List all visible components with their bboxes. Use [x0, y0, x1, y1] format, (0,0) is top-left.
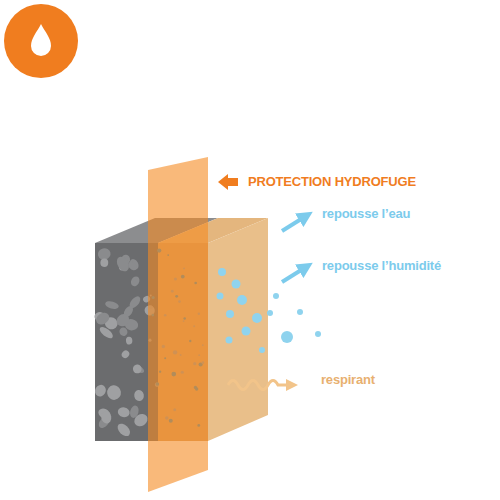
- protection-label: PROTECTION HYDROFUGE: [248, 174, 416, 190]
- water-icon: [4, 4, 78, 78]
- stone: [114, 311, 131, 328]
- stone: [100, 410, 112, 424]
- blue-arrow: [282, 267, 306, 282]
- water-drop: [315, 331, 321, 337]
- stone: [114, 255, 131, 274]
- water-drop: [237, 295, 247, 305]
- water-drop: [273, 293, 279, 299]
- stone: [120, 349, 131, 360]
- water-drop: [217, 293, 224, 300]
- breathing-arrow: [228, 381, 292, 390]
- water-drop: [267, 310, 273, 316]
- stone: [132, 412, 150, 429]
- water-drop: [226, 337, 233, 344]
- stone: [117, 406, 131, 418]
- stone: [106, 385, 121, 401]
- stone: [104, 300, 119, 310]
- stone: [126, 336, 133, 344]
- water-drop: [281, 331, 293, 343]
- stone: [100, 258, 108, 267]
- humidity-label: repousse l’humidité: [322, 258, 441, 274]
- water-drop: [297, 309, 303, 315]
- stone: [93, 383, 108, 399]
- stone: [132, 364, 145, 375]
- stone: [115, 421, 132, 438]
- blue-arrow: [282, 216, 306, 231]
- orange-arrow: [218, 174, 238, 190]
- stone: [133, 389, 144, 402]
- stone: [118, 326, 129, 337]
- breathing-label: respirant: [321, 372, 375, 388]
- water-drop: [259, 347, 265, 353]
- stone: [94, 310, 111, 326]
- stone: [129, 275, 141, 288]
- water-drop: [226, 310, 234, 318]
- water-drops: [217, 268, 322, 353]
- water-drop: [252, 313, 262, 323]
- water-drop: [242, 327, 251, 336]
- protection-plane: [148, 157, 208, 492]
- stone: [132, 364, 142, 374]
- water-label: repousse l’eau: [322, 206, 410, 222]
- water-drop: [218, 268, 226, 276]
- water-drop: [232, 280, 241, 289]
